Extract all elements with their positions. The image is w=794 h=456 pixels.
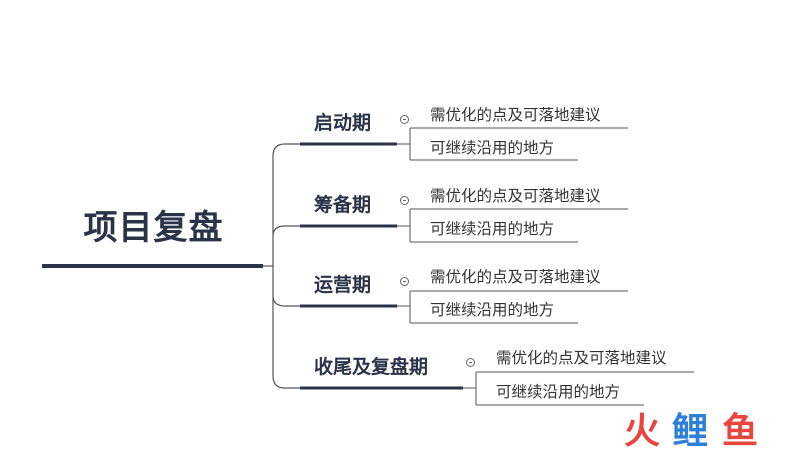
phase-topic-operation[interactable]: 运营期 xyxy=(314,274,372,296)
phase-topic-preparation[interactable]: 筹备期 xyxy=(314,194,372,216)
leaf-connector-2 xyxy=(397,209,411,242)
leaf-connector-1 xyxy=(397,128,411,160)
leaf-continue-operation[interactable]: 可继续沿用的地方 xyxy=(430,301,555,319)
collapse-toggle-icon[interactable] xyxy=(466,358,475,367)
phase-topic-closing[interactable]: 收尾及复盘期 xyxy=(314,356,429,378)
collapse-toggle-icon[interactable] xyxy=(400,115,409,124)
leaf-optimize-preparation[interactable]: 需优化的点及可落地建议 xyxy=(430,187,601,205)
phase-topic-startup[interactable]: 启动期 xyxy=(314,112,372,134)
leaf-connector-3 xyxy=(397,291,411,323)
watermark-logo: 火 鲤 鱼 xyxy=(624,411,759,452)
root-topic[interactable]: 项目复盘 xyxy=(83,208,224,248)
collapse-toggle-icon[interactable] xyxy=(400,196,409,205)
leaf-continue-preparation[interactable]: 可继续沿用的地方 xyxy=(430,220,555,238)
leaf-continue-closing[interactable]: 可继续沿用的地方 xyxy=(496,383,621,401)
leaf-optimize-closing[interactable]: 需优化的点及可落地建议 xyxy=(496,349,667,367)
leaf-optimize-startup[interactable]: 需优化的点及可落地建议 xyxy=(430,106,601,124)
collapse-toggle-icon[interactable] xyxy=(400,277,409,286)
leaf-connector-4 xyxy=(463,372,477,405)
leaf-continue-startup[interactable]: 可继续沿用的地方 xyxy=(430,139,555,157)
trunk-connector xyxy=(272,143,300,389)
leaf-optimize-operation[interactable]: 需优化的点及可落地建议 xyxy=(430,268,601,286)
